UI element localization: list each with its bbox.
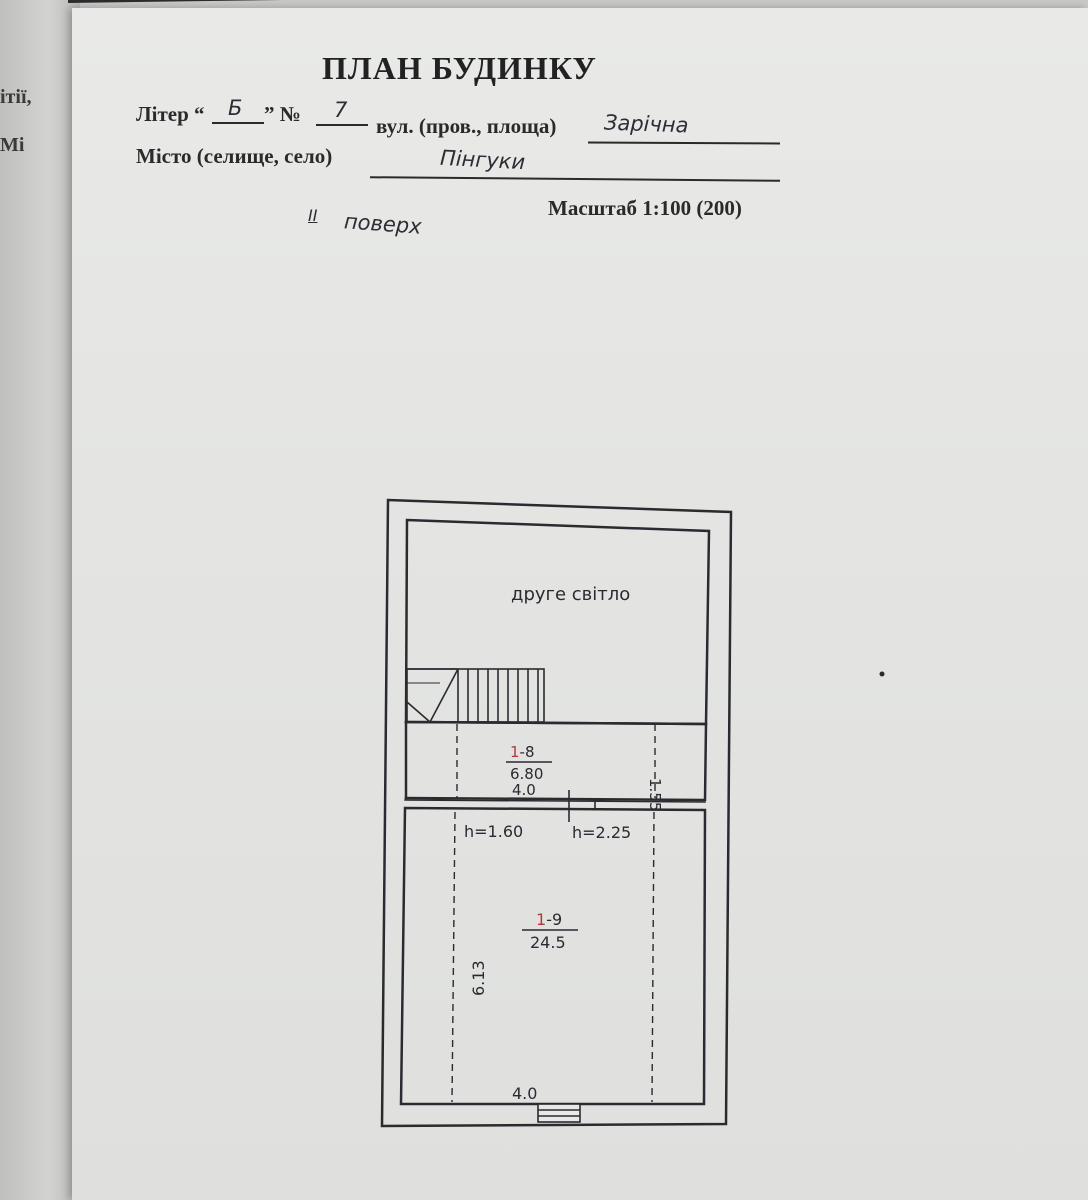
staircase [406,668,545,723]
height-dash-lines [451,724,656,1103]
room-width: 4.0 [512,1084,537,1103]
liter-label: Літер “ [136,102,205,126]
document-page [72,8,1088,1200]
ink-dot [879,671,885,677]
liter-value: Б [228,96,243,120]
adjacent-page: ітії, Mi [0,0,80,1200]
liter-blank [212,122,264,124]
corridor-wall [404,720,708,802]
room-area: 24.5 [530,933,566,952]
page-title: ПЛАН БУДИНКУ [322,50,597,86]
corridor-area: 6.80 [510,765,543,783]
number-blank [316,124,368,126]
city-label: Місто (селище, село) [136,144,333,168]
adjacent-page-text-1: ітії, [0,86,32,108]
scale-label: Масштаб 1:100 (200) [548,196,742,220]
door-opening [568,790,596,822]
number-label: ” № [264,102,301,126]
outer-wall [380,498,733,1128]
room-id: 1-9 [536,910,562,929]
number-value: 7 [334,98,348,122]
corridor-depth: 1.55 [646,778,664,811]
lower-room-wall [399,806,707,1106]
window [537,1103,581,1123]
street-label: вул. (пров., площа) [376,114,557,138]
upper-room-wall [404,518,711,726]
corridor-id: 1-8 [510,743,535,761]
height-high: h=2.25 [572,823,631,842]
adjacent-page-text-2: Mi [0,134,25,156]
upper-room-label: друге світло [511,584,630,605]
room-length: 6.13 [469,960,488,996]
floor-numeral: II [308,206,318,225]
height-low: h=1.60 [464,822,523,841]
corridor-width: 4.0 [512,781,536,799]
